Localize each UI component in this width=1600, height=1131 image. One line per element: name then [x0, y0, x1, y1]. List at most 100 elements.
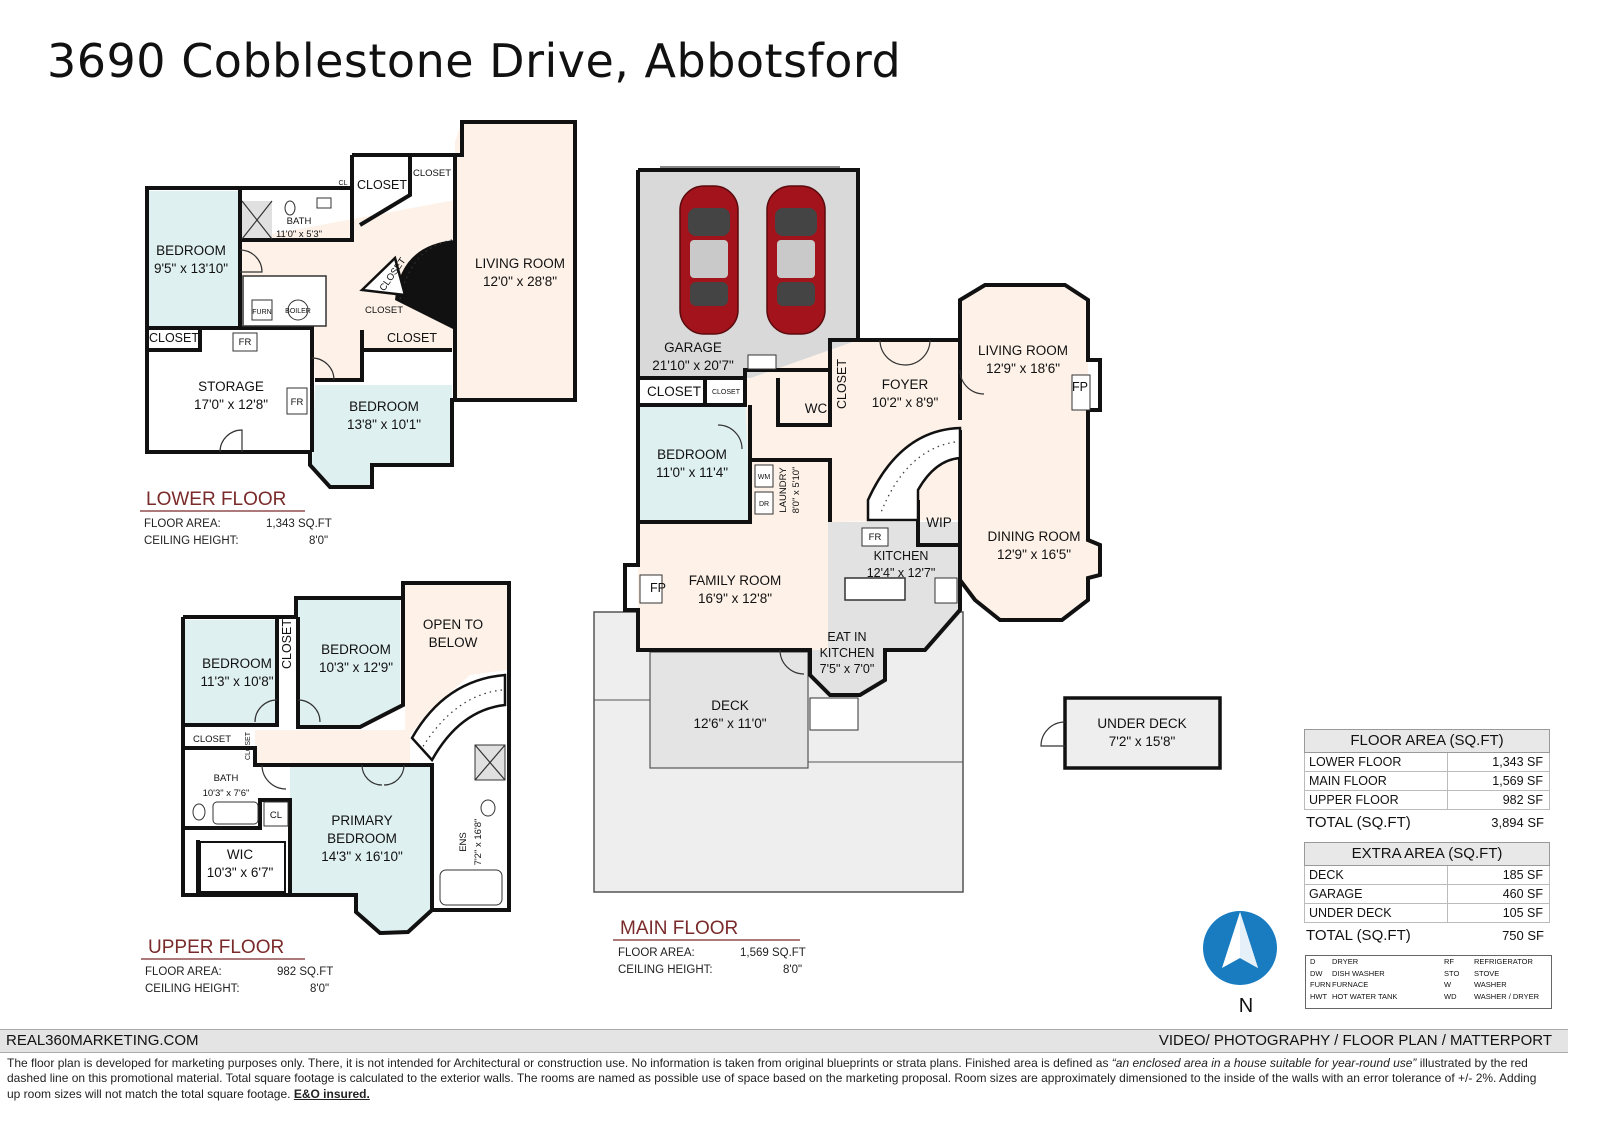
furnace-box	[251, 299, 273, 321]
primary-fill	[290, 765, 432, 932]
kitchen-fill	[810, 522, 960, 695]
upper-cl-box	[263, 801, 289, 827]
lower-hall-fill	[240, 200, 455, 380]
under-deck-box	[1063, 696, 1222, 770]
main-living-name: LIVING ROOM	[978, 343, 1068, 358]
laundry-name: LAUNDRY	[778, 467, 789, 513]
bath-door	[261, 764, 287, 790]
lower-area-value: 1,343 SQ.FT	[266, 518, 332, 530]
floor-area-header: FLOOR AREA (SQ.FT)	[1304, 729, 1550, 753]
open-below-fill	[405, 583, 507, 735]
lower-bedroom2-fill	[312, 385, 452, 488]
table-row: UPPER FLOOR 982 SF	[1304, 791, 1550, 810]
upper-floor-plan: BEDROOM 11'3" x 10'8" CLOSET BEDROOM 10'…	[141, 581, 511, 995]
footer-services: VIDEO/ PHOTOGRAPHY / FLOOR PLAN / MATTER…	[1158, 1032, 1552, 1049]
main-ceiling-label: CEILING HEIGHT:	[618, 964, 713, 976]
boiler-circle	[287, 299, 309, 321]
total-value: 750 SF	[1502, 928, 1544, 943]
kitchen-dim: 12'4" x 12'7"	[867, 566, 936, 580]
main-wc-label: WC	[805, 401, 828, 416]
car-left-icon	[679, 185, 739, 335]
upper-bedroom2-fill	[298, 600, 400, 725]
upper-ceiling-label: CEILING HEIGHT:	[145, 983, 240, 995]
lower-bedroom2-dim: 13'8" x 10'1"	[347, 417, 421, 432]
upper-toilet	[192, 803, 206, 821]
main-closet2-label: CLOSET	[712, 389, 741, 396]
lower-closet-left-label: CLOSET	[149, 331, 199, 345]
main-bedroom-name: BEDROOM	[657, 447, 727, 462]
main-fp2-box	[639, 574, 663, 604]
deck-door	[779, 649, 805, 675]
laundry-dr-label: DR	[759, 501, 769, 508]
ens-dim: 7'2" x 16'8"	[473, 819, 484, 866]
footer-website-link[interactable]: REAL360MARKETING.COM	[6, 1032, 199, 1049]
row-label: UPPER FLOOR	[1305, 791, 1448, 809]
primary-door1	[361, 764, 383, 786]
bedroom-door	[717, 424, 743, 450]
lower-ceiling-value: 8'0"	[309, 535, 328, 547]
upper-area-label: FLOOR AREA:	[145, 966, 222, 978]
upper-area-value: 982 SQ.FT	[277, 966, 333, 978]
dining-dim: 12'9" x 16'5"	[997, 547, 1071, 562]
laundry-dim: 8'0" x 5'10"	[791, 467, 802, 514]
lower-closet-stair-shape	[359, 255, 407, 297]
kitchen-fr-label: FR	[869, 532, 882, 543]
upper-bedroom1-name: BEDROOM	[202, 656, 272, 671]
compass-n-label: N	[1239, 995, 1253, 1017]
lower-closet2-label: CLOSET	[413, 168, 451, 179]
lower-living-fill	[455, 122, 575, 400]
lower-fr-box2	[286, 387, 308, 415]
wic-name: WIC	[227, 847, 253, 862]
legend-meaning: WASHER	[1474, 980, 1507, 989]
garage-wall	[638, 338, 858, 380]
deck-stairs	[809, 697, 859, 731]
disclaimer-part2: illustrated by the red dashed line on th…	[7, 1056, 1537, 1101]
lower-fr2-label: FR	[291, 397, 304, 408]
lower-sink	[316, 197, 332, 209]
lower-bedroom1-name: BEDROOM	[156, 243, 226, 258]
main-fp1-box	[1071, 374, 1091, 411]
row-value: 1,343 SF	[1492, 755, 1543, 769]
row-value: 982 SF	[1502, 793, 1543, 807]
upper-closet1-label: CLOSET	[280, 619, 294, 669]
family-name: FAMILY ROOM	[689, 573, 782, 588]
lower-stair-dark	[395, 240, 455, 330]
lower-door2	[219, 429, 243, 453]
main-floor-plan: GARAGE 21'10" x 20'7" CLOSET CLOSET CLOS…	[593, 166, 1222, 976]
upper-bath-wall	[185, 798, 292, 895]
upper-bed2-wall	[296, 598, 405, 729]
deck-dim: 12'6" x 11'0"	[693, 716, 766, 731]
foyer-door2	[904, 339, 931, 366]
upper-closet3-label: CLOSET	[245, 731, 252, 760]
lower-fr1-label: FR	[239, 337, 252, 348]
total-label: TOTAL (SQ.FT)	[1306, 814, 1411, 831]
lower-floor-plan: BEDROOM 9'5" x 13'10" BATH 11'0" x 5'3" …	[140, 120, 577, 547]
extra-area-header: EXTRA AREA (SQ.FT)	[1304, 842, 1550, 866]
primary-name2: BEDROOM	[327, 831, 397, 846]
lower-bed2-wall	[315, 350, 364, 382]
lower-closet1-label: CLOSET	[357, 178, 407, 192]
lower-storage-name: STORAGE	[198, 379, 264, 394]
wip-label: WIP	[926, 515, 952, 530]
main-fp2-label: FP	[650, 581, 666, 595]
legend-meaning: HOT WATER TANK	[1332, 991, 1398, 1001]
page-title: 3690 Cobblestone Drive, Abbotsford	[47, 34, 902, 88]
main-ceiling-value: 8'0"	[783, 964, 802, 976]
wic-dim: 10'3" x 6'7"	[207, 865, 274, 880]
main-area-value: 1,569 SQ.FT	[740, 947, 806, 959]
legend-abbr: DW	[1310, 968, 1323, 978]
foyer-door1	[879, 339, 906, 366]
upper-door2	[254, 699, 278, 723]
legend-meaning: DRYER	[1332, 957, 1359, 966]
row-value: 185 SF	[1502, 868, 1543, 882]
lower-boiler-label: BOILER	[285, 308, 311, 315]
upper-bath-name: BATH	[214, 773, 239, 784]
floor-area-total: TOTAL (SQ.FT)3,894 SF	[1304, 810, 1550, 836]
row-value: 460 SF	[1502, 887, 1543, 901]
